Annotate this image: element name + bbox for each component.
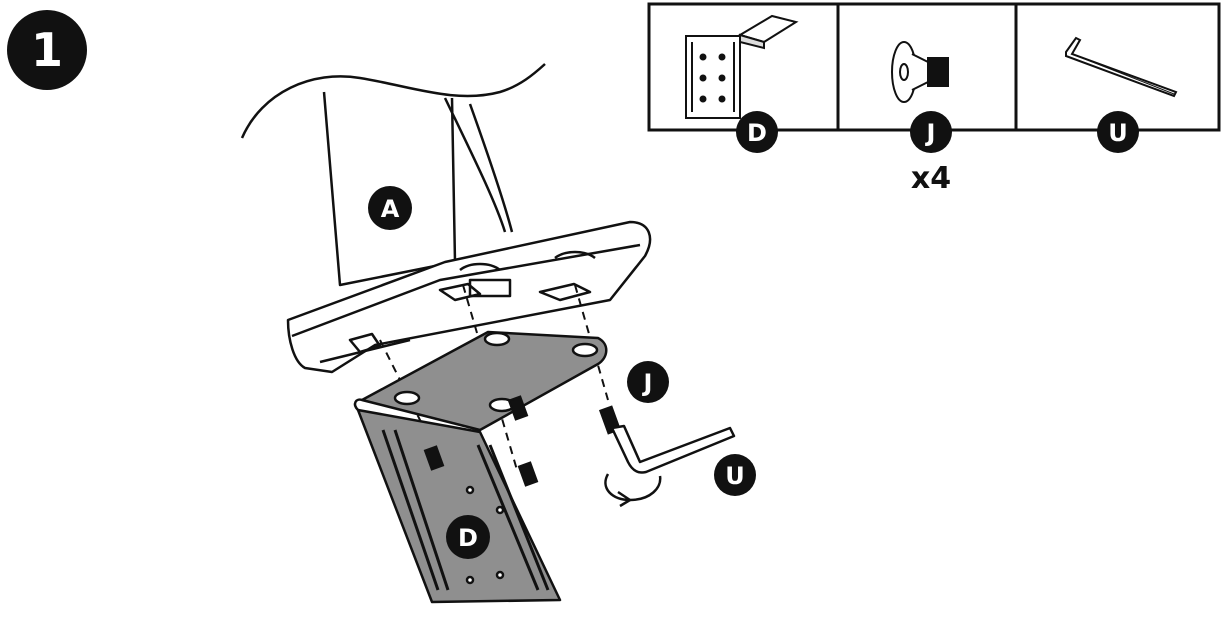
part-quantity: x4	[911, 161, 951, 196]
step-number-badge: 1	[7, 10, 87, 90]
label-badge-d: D	[446, 515, 490, 559]
label-letter: D	[458, 524, 478, 552]
screw-part-icon	[891, 41, 949, 103]
label-letter: U	[725, 462, 745, 490]
part-badge-d: D	[736, 111, 778, 153]
label-badge-j: J	[627, 361, 669, 403]
part-letter: D	[747, 119, 767, 147]
seat-base-illustration	[240, 63, 652, 374]
part-letter: J	[925, 119, 936, 147]
label-badge-u: U	[714, 454, 756, 496]
allen-key-illustration	[604, 424, 736, 508]
step-number: 1	[31, 23, 63, 77]
parts-panel: D J x4 U	[647, 2, 1221, 196]
label-badge-a: A	[368, 186, 412, 230]
part-badge-j: J	[910, 111, 952, 153]
part-letter: U	[1108, 119, 1128, 147]
mounting-bracket-illustration	[353, 330, 608, 604]
label-letter: A	[381, 195, 400, 223]
bracket-part-icon	[685, 14, 799, 119]
part-badge-u: U	[1097, 111, 1139, 153]
allen-key-part-icon	[1065, 36, 1178, 98]
label-letter: J	[642, 369, 653, 397]
